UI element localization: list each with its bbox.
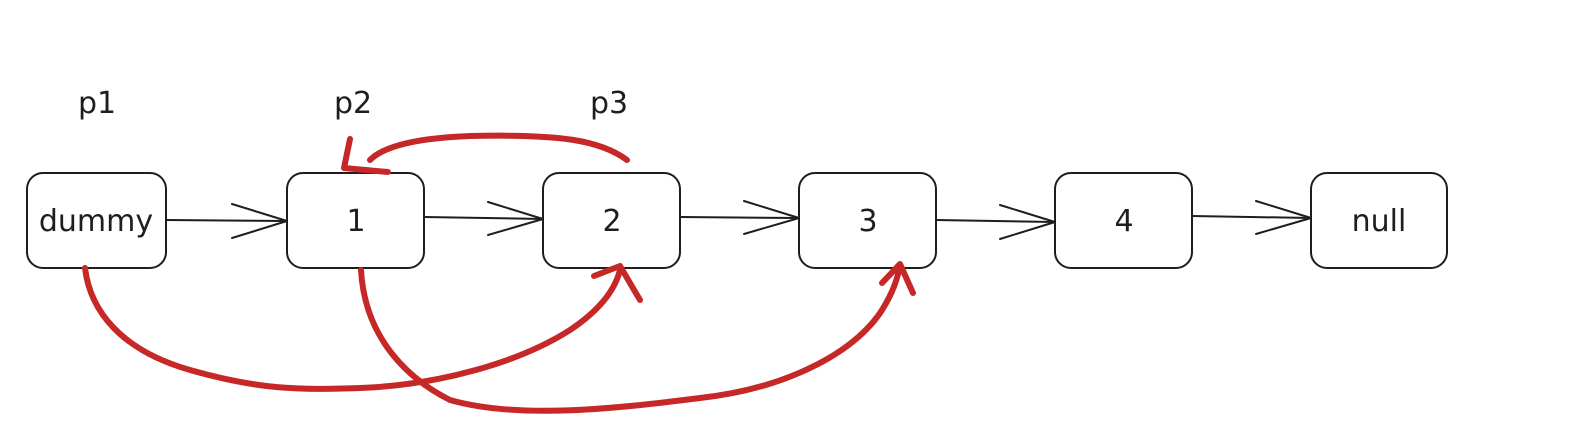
pointer-label-p3: p3: [590, 86, 628, 121]
next-arrow-3-4: [935, 204, 1056, 240]
node-label: null: [1352, 204, 1407, 239]
node-1: 1: [286, 172, 425, 269]
red-arrow-p3-to-node-1: [341, 132, 630, 175]
red-arrow-node-1-to-node-3: [358, 261, 916, 414]
next-arrow-2-3: [679, 200, 800, 235]
node-label: 3: [858, 204, 877, 239]
node-3: 3: [798, 172, 937, 269]
node-label: 2: [602, 204, 621, 239]
node-null: null: [1310, 172, 1448, 269]
next-arrow-4-null: [1191, 200, 1312, 235]
node-label: 4: [1114, 204, 1133, 239]
node-label: 1: [346, 204, 365, 239]
pointer-label-p1: p1: [78, 86, 116, 121]
node-label: dummy: [39, 204, 153, 239]
node-dummy: dummy: [26, 172, 167, 269]
node-4: 4: [1054, 172, 1193, 269]
node-2: 2: [542, 172, 681, 269]
next-arrow-1-2: [423, 201, 544, 236]
pointer-label-p2: p2: [334, 86, 372, 121]
red-arrow-dummy-to-node-2: [82, 263, 643, 392]
next-arrow-dummy-1: [165, 203, 288, 239]
